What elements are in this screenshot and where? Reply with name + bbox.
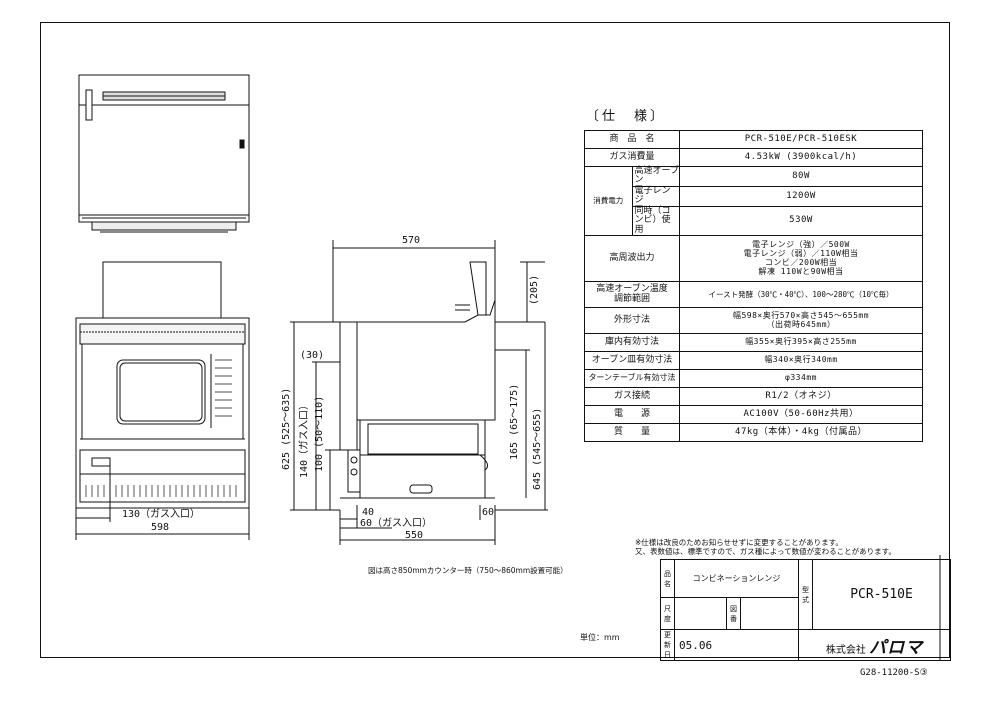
model-number: PCR-510E bbox=[812, 559, 952, 630]
spec-label: オーブン皿有効寸法 bbox=[584, 351, 680, 371]
spec-value-line: コンビ／200W相当 bbox=[764, 257, 838, 267]
side-dim-60: 60 bbox=[482, 507, 495, 518]
product-name: コンビネーションレンジ bbox=[673, 559, 800, 598]
spec-label: 電 源 bbox=[584, 405, 680, 425]
side-dim-165: 165 (65～175) bbox=[509, 383, 520, 460]
side-dim-625: 625 (525～635) bbox=[281, 387, 292, 470]
name-label: 品名 bbox=[660, 559, 675, 598]
spec-label: ガス接続 bbox=[584, 387, 680, 407]
table-row: 消費電力 高速オーブン 80W bbox=[584, 165, 923, 237]
table-row: 電子レンジ 1200W bbox=[585, 185, 923, 207]
unit-note: 単位：mm bbox=[580, 633, 620, 642]
company-label: 株式会社 bbox=[825, 644, 866, 656]
table-row: 更新日 05.06 株式会社 パロマ bbox=[660, 629, 952, 661]
note-line: ※仕様は改良のためお知らせせずに変更することがあります。 bbox=[635, 538, 843, 547]
spec-label: 高速オーブン bbox=[631, 166, 680, 187]
spec-label: ガス消費量 bbox=[584, 148, 680, 167]
title-block: 品名 コンビネーションレンジ 型式 PCR-510E 尺度 図番 更新日 05.… bbox=[660, 559, 952, 661]
spec-value: 530W bbox=[679, 205, 923, 237]
spec-group-label: 消費電力 bbox=[584, 165, 633, 237]
spec-value-line: 幅598×奥行570×高さ545～655mm bbox=[732, 311, 870, 321]
spec-notes: ※仕様は改良のためお知らせせずに変更することがあります。 又、表数値は、標準です… bbox=[635, 538, 896, 557]
drawing-value bbox=[739, 597, 800, 630]
date-label: 更新日 bbox=[660, 629, 675, 661]
update-date: 05.06 bbox=[673, 629, 800, 661]
spec-value: 47kg（本体）・4kg（付属品） bbox=[679, 423, 923, 443]
side-dim-40: 40 bbox=[362, 507, 375, 518]
side-dim-205: (205) bbox=[529, 274, 540, 305]
spec-value: 幅355×奥行395×高さ255mm bbox=[679, 333, 923, 353]
spec-label: 外形寸法 bbox=[584, 307, 680, 335]
spec-label: 高周波出力 bbox=[584, 235, 680, 283]
table-row: 同時（コンビ）使用 530W bbox=[585, 205, 923, 237]
spec-value-line: 解凍 110Wと90W相当 bbox=[758, 266, 844, 276]
drawing-frame bbox=[40, 22, 950, 658]
table-row: 商 品 名 PCR-510E/PCR-510ESK bbox=[584, 130, 923, 149]
table-row: 品名 コンビネーションレンジ 型式 PCR-510E bbox=[660, 559, 952, 630]
side-dim-100: 100 (50～110) bbox=[314, 395, 325, 472]
spec-value: 1200W bbox=[679, 185, 923, 207]
table-row: オーブン皿有効寸法 幅340×奥行340mm bbox=[584, 351, 923, 371]
spec-value: 幅598×奥行570×高さ545～655mm （出荷時645mm） bbox=[679, 307, 923, 335]
model-label: 型式 bbox=[798, 559, 814, 630]
side-dim-30: (30) bbox=[300, 350, 325, 361]
top-view bbox=[78, 74, 250, 233]
spec-label-line: 調節範囲 bbox=[613, 293, 650, 304]
table-row: 高速オーブン温度 調節範囲 イースト発酵（30℃・40℃）、100～280℃（1… bbox=[584, 281, 923, 309]
side-dim-550: 550 bbox=[405, 530, 424, 541]
table-row: 庫内有効寸法 幅355×奥行395×高さ255mm bbox=[584, 333, 923, 353]
table-row: ガス消費量 4.53kW (3900kcal/h) bbox=[584, 148, 923, 167]
brand-logo: パロマ bbox=[869, 637, 924, 658]
side-dim-60-gas: 60（ガス入口） bbox=[360, 518, 433, 529]
table-row: 質 量 47kg（本体）・4kg（付属品） bbox=[584, 423, 923, 443]
table-row: 電 源 AC100V（50-60Hz共用） bbox=[584, 405, 923, 425]
spec-value: 幅340×奥行340mm bbox=[679, 351, 923, 371]
spec-value: 4.53kW (3900kcal/h) bbox=[679, 148, 923, 167]
spec-value-line: （出荷時645mm） bbox=[766, 319, 836, 329]
document-number: G28-11200-S③ bbox=[860, 668, 928, 678]
front-dim-598: 598 bbox=[151, 522, 170, 533]
table-row: ガス接続 R1/2（オネジ） bbox=[584, 387, 923, 407]
company: 株式会社 パロマ bbox=[798, 629, 952, 661]
spec-value: 80W bbox=[679, 166, 923, 187]
spec-value: AC100V（50-60Hz共用） bbox=[679, 405, 923, 425]
table-row: 高周波出力 電子レンジ（強）／500W 電子レンジ（弱）／110W相当 コンビ／… bbox=[584, 235, 923, 283]
table-row: ターンテーブル有効寸法 φ334mm bbox=[584, 369, 923, 389]
table-row: 外形寸法 幅598×奥行570×高さ545～655mm （出荷時645mm） bbox=[584, 307, 923, 335]
spec-title: 〔仕 様〕 bbox=[586, 109, 667, 124]
drawing-label: 図番 bbox=[726, 597, 741, 630]
side-view bbox=[290, 240, 548, 545]
spec-value: φ334mm bbox=[679, 369, 923, 389]
side-dim-570: 570 bbox=[402, 235, 421, 246]
spec-label: 質 量 bbox=[584, 423, 680, 443]
spec-label-line: 高速オーブン温度 bbox=[596, 284, 668, 295]
spec-label: 庫内有効寸法 bbox=[584, 333, 680, 353]
spec-table: 商 品 名 PCR-510E/PCR-510ESK ガス消費量 4.53kW (… bbox=[584, 130, 923, 443]
counter-note: 図は高さ850mmカウンター時（750～860mm設置可能） bbox=[368, 566, 568, 575]
front-dim-130: 130（ガス入口） bbox=[122, 509, 201, 520]
spec-value: PCR-510E/PCR-510ESK bbox=[679, 130, 923, 149]
spec-label: 同時（コンビ）使用 bbox=[631, 205, 680, 237]
spec-value-line: 電子レンジ（強）／500W bbox=[752, 239, 850, 249]
scale-value bbox=[674, 597, 727, 630]
front-view bbox=[75, 261, 250, 540]
side-dim-645: 645 (545～655) bbox=[532, 407, 543, 490]
scale-label: 尺度 bbox=[660, 597, 675, 630]
spec-value: イースト発酵（30℃・40℃）、100～280℃（10℃毎） bbox=[679, 281, 923, 309]
spec-label: ターンテーブル有効寸法 bbox=[584, 369, 680, 389]
spec-label: 電子レンジ bbox=[631, 185, 680, 207]
spec-label: 商 品 名 bbox=[584, 130, 680, 149]
side-dim-140: 140（ガス入口） bbox=[299, 399, 310, 478]
spec-value: R1/2（オネジ） bbox=[679, 387, 923, 407]
spec-label: 高速オーブン温度 調節範囲 bbox=[584, 281, 680, 309]
note-line: 又、表数値は、標準ですので、ガス種によって数値が変わることがあります。 bbox=[635, 547, 896, 557]
spec-value-line: 電子レンジ（弱）／110W相当 bbox=[743, 248, 859, 258]
spec-value: 電子レンジ（強）／500W 電子レンジ（弱）／110W相当 コンビ／200W相当… bbox=[679, 235, 923, 283]
